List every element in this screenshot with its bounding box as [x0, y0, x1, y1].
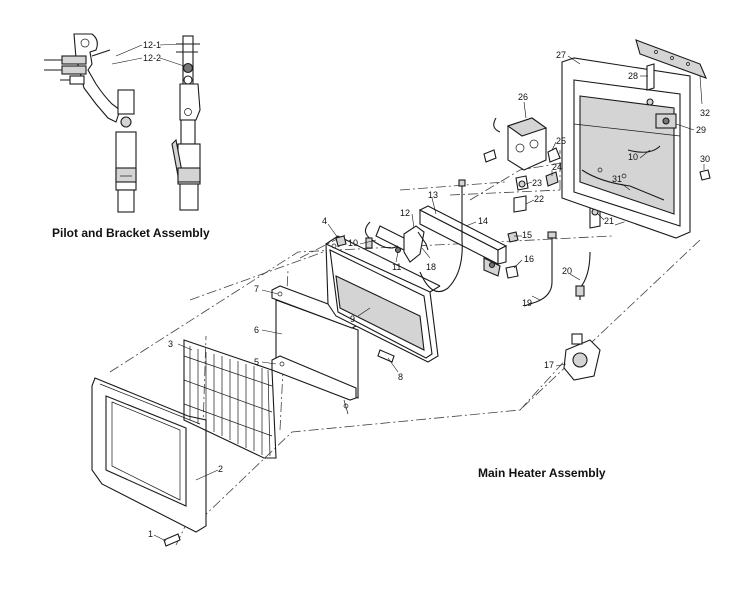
callout-20: 20 [562, 266, 572, 276]
callout-12-1: 12-1 [143, 40, 161, 50]
main-heater-assembly: 1 2 3 4 5 6 7 8 9 10 11 12 13 14 15 16 1… [91, 39, 711, 547]
callout-29: 29 [696, 125, 706, 135]
callout-16: 16 [524, 254, 534, 264]
grille [183, 339, 277, 459]
callout-18: 18 [426, 262, 436, 272]
callout-31: 31 [612, 174, 622, 184]
callout-6: 6 [254, 325, 259, 335]
callout-17: 17 [544, 360, 554, 370]
callout-9: 9 [350, 314, 355, 324]
callout-24: 24 [552, 162, 562, 172]
pilot-assembly-title: Pilot and Bracket Assembly [52, 226, 210, 240]
callout-14: 14 [478, 216, 488, 226]
callout-22: 22 [534, 194, 544, 204]
callout-4: 4 [322, 216, 327, 226]
callout-12: 12 [400, 208, 410, 218]
callout-32: 32 [700, 108, 710, 118]
callout-15: 15 [522, 230, 532, 240]
callout-8: 8 [398, 372, 403, 382]
callout-19: 19 [522, 298, 532, 308]
callout-25: 25 [556, 136, 566, 146]
callout-3: 3 [168, 339, 173, 349]
callout-1: 1 [148, 529, 153, 539]
callout-5: 5 [254, 357, 259, 367]
callout-26: 26 [518, 92, 528, 102]
callout-30: 30 [700, 154, 710, 164]
main-assembly-title: Main Heater Assembly [478, 466, 606, 480]
callout-10-back: 10 [628, 152, 638, 162]
callout-13: 13 [428, 190, 438, 200]
callout-12-2: 12-2 [143, 53, 161, 63]
callout-2: 2 [218, 464, 223, 474]
callout-23: 23 [532, 178, 542, 188]
callout-28: 28 [628, 71, 638, 81]
callout-27: 27 [556, 50, 566, 60]
callout-10-pilot: 10 [348, 238, 358, 248]
callout-21: 21 [604, 216, 614, 226]
pilot-bracket-assembly: 12-1 12-2 [44, 33, 201, 213]
callout-11: 11 [392, 262, 401, 272]
callout-7: 7 [254, 284, 259, 294]
